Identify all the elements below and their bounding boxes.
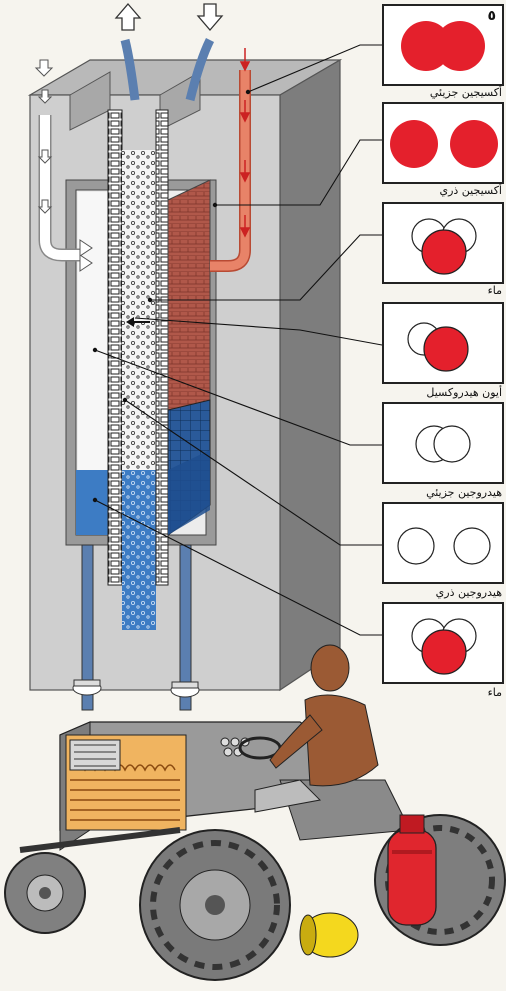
electrode-ladder-right xyxy=(156,110,168,585)
gas-in-arrow-icon xyxy=(198,4,222,30)
legend-water-1 xyxy=(382,202,504,284)
legend-hydroxyl-ion xyxy=(382,302,504,384)
legend-label-water-2: ماء xyxy=(488,686,502,699)
legend-label-atomic-hydrogen: هيدروجين ذري xyxy=(436,586,502,599)
legend-atomic-hydrogen xyxy=(382,502,504,584)
legend-label-molecular-oxygen: أكسيجين جزيئي xyxy=(430,86,502,99)
legend-molecular-oxygen: ٥ xyxy=(382,4,504,86)
atomic-hydrogen-icon xyxy=(384,504,502,582)
electrode-ladder-left xyxy=(108,110,122,585)
water-molecule-icon xyxy=(384,604,502,682)
gas-out-arrow-icon xyxy=(116,4,140,30)
atomic-oxygen-icon xyxy=(384,104,502,182)
legend-label-water-1: ماء xyxy=(488,284,502,297)
legend-label-atomic-oxygen: أكسيجين ذري xyxy=(439,184,502,197)
porous-membrane-dots xyxy=(122,150,156,470)
legend-molecular-hydrogen xyxy=(382,402,504,484)
legend-water-2 xyxy=(382,602,504,684)
legend-label-molecular-hydrogen: هيدروجين جزيئي xyxy=(426,486,502,499)
water-molecule-icon xyxy=(384,204,502,282)
legend-atomic-oxygen xyxy=(382,102,504,184)
hydroxyl-ion-icon xyxy=(384,304,502,382)
tractor-illustration xyxy=(5,722,505,980)
legend-label-hydroxyl-ion: أيون هيدروكسيل xyxy=(426,386,502,399)
molecular-oxygen-icon xyxy=(384,6,502,84)
porous-membrane-wet xyxy=(122,470,156,630)
molecular-hydrogen-icon xyxy=(384,404,502,482)
